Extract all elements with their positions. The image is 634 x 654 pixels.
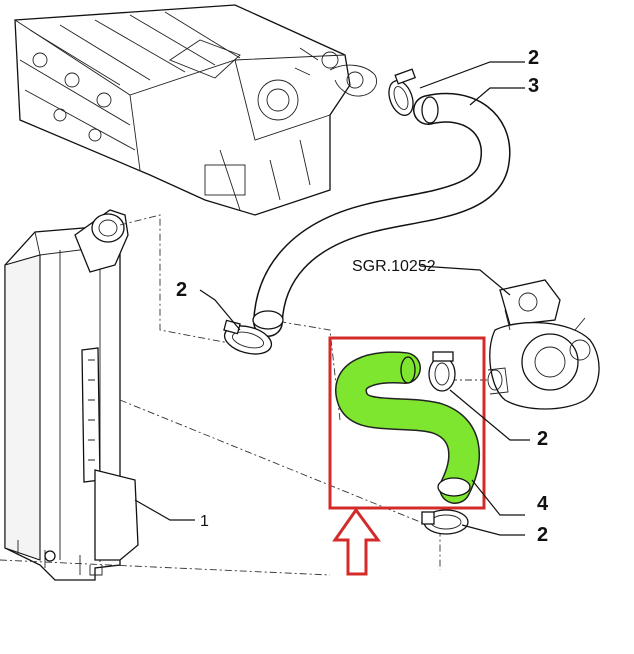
callout-clamp-top: 2 xyxy=(528,47,539,69)
turbocharger xyxy=(487,279,600,410)
callout-clamp-left: 2 xyxy=(176,279,187,301)
upper-hose xyxy=(252,92,511,337)
callout-clamp-bottom: 2 xyxy=(537,524,548,546)
assembly-centerlines xyxy=(0,214,490,576)
leader-lines xyxy=(134,61,530,536)
highlighted-hose xyxy=(335,351,480,504)
clamp-right xyxy=(428,351,456,392)
intercooler xyxy=(4,209,139,581)
up-arrow-icon xyxy=(332,507,381,576)
reference-label: SGR.10252 xyxy=(352,258,436,275)
highlight-box xyxy=(328,336,486,510)
clamp-top xyxy=(388,68,417,116)
callout-clamp-right: 2 xyxy=(537,428,548,450)
callout-highlighted-hose: 4 xyxy=(537,493,549,515)
clamp-left xyxy=(223,319,273,355)
engine-block xyxy=(14,4,377,216)
callout-upper-hose: 3 xyxy=(528,75,539,97)
callout-intercooler: 1 xyxy=(200,513,209,530)
clamp-bottom xyxy=(421,509,469,535)
